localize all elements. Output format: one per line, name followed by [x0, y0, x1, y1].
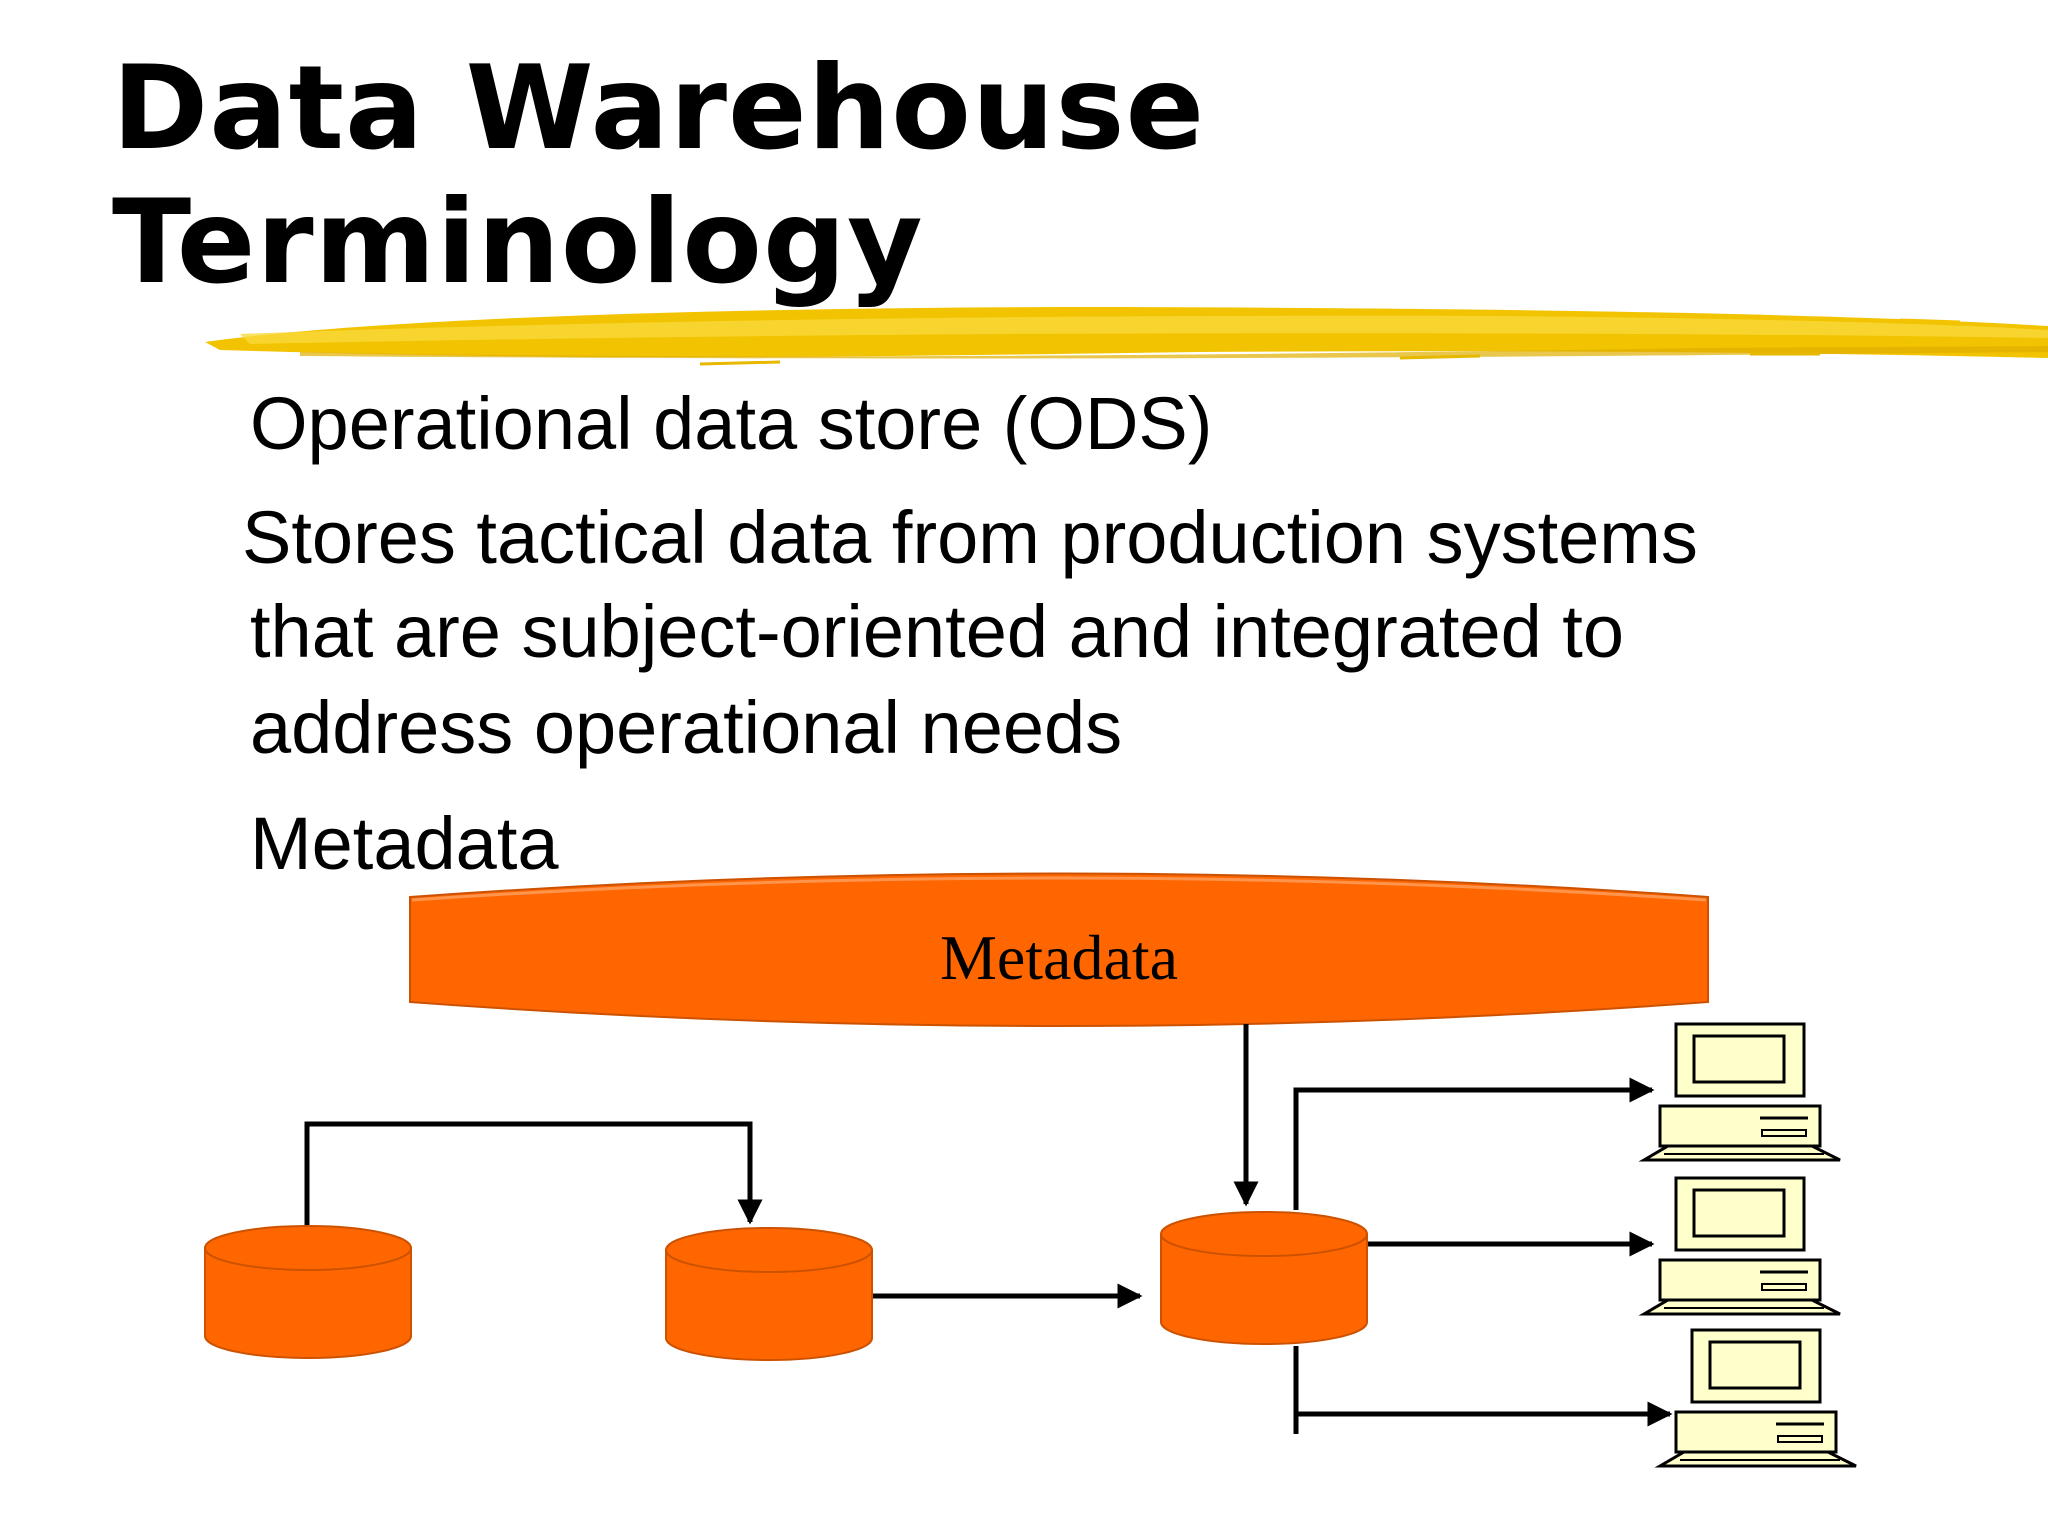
ods-metadata-diagram [204, 872, 1857, 1468]
slide-title-line-1: Data Warehouse [112, 41, 1206, 176]
staging-database-icon [665, 1227, 873, 1361]
source-database-icon [204, 1225, 412, 1359]
metadata-layer-label: Metadata [939, 922, 1179, 993]
metadata-layer-band [409, 872, 1709, 1027]
computer-terminal-icon [1638, 1176, 1841, 1316]
connector-ods-to-terminal-1 [1293, 1077, 1655, 1210]
ods-definition-line: that are subject-oriented and integrated… [250, 590, 1625, 673]
computer-terminal-icon [1638, 1022, 1841, 1162]
slide-title-line-2: Terminology [112, 175, 924, 310]
slide-title: Data Warehouse Terminology [112, 42, 1205, 310]
ods-database-icon [1160, 1211, 1368, 1345]
connector-ods-to-terminal-3 [1293, 1346, 1670, 1434]
ods-term: Operational data store (ODS) [250, 382, 1213, 465]
computer-terminal-icon [1654, 1328, 1857, 1468]
ods-definition-line: Stores tactical data from production sys… [242, 496, 1698, 579]
metadata-term: Metadata [250, 802, 559, 885]
ods-definition-line: address operational needs [250, 686, 1123, 769]
brush-stroke-divider [205, 307, 2048, 366]
connector-source-to-staging [304, 1121, 763, 1228]
